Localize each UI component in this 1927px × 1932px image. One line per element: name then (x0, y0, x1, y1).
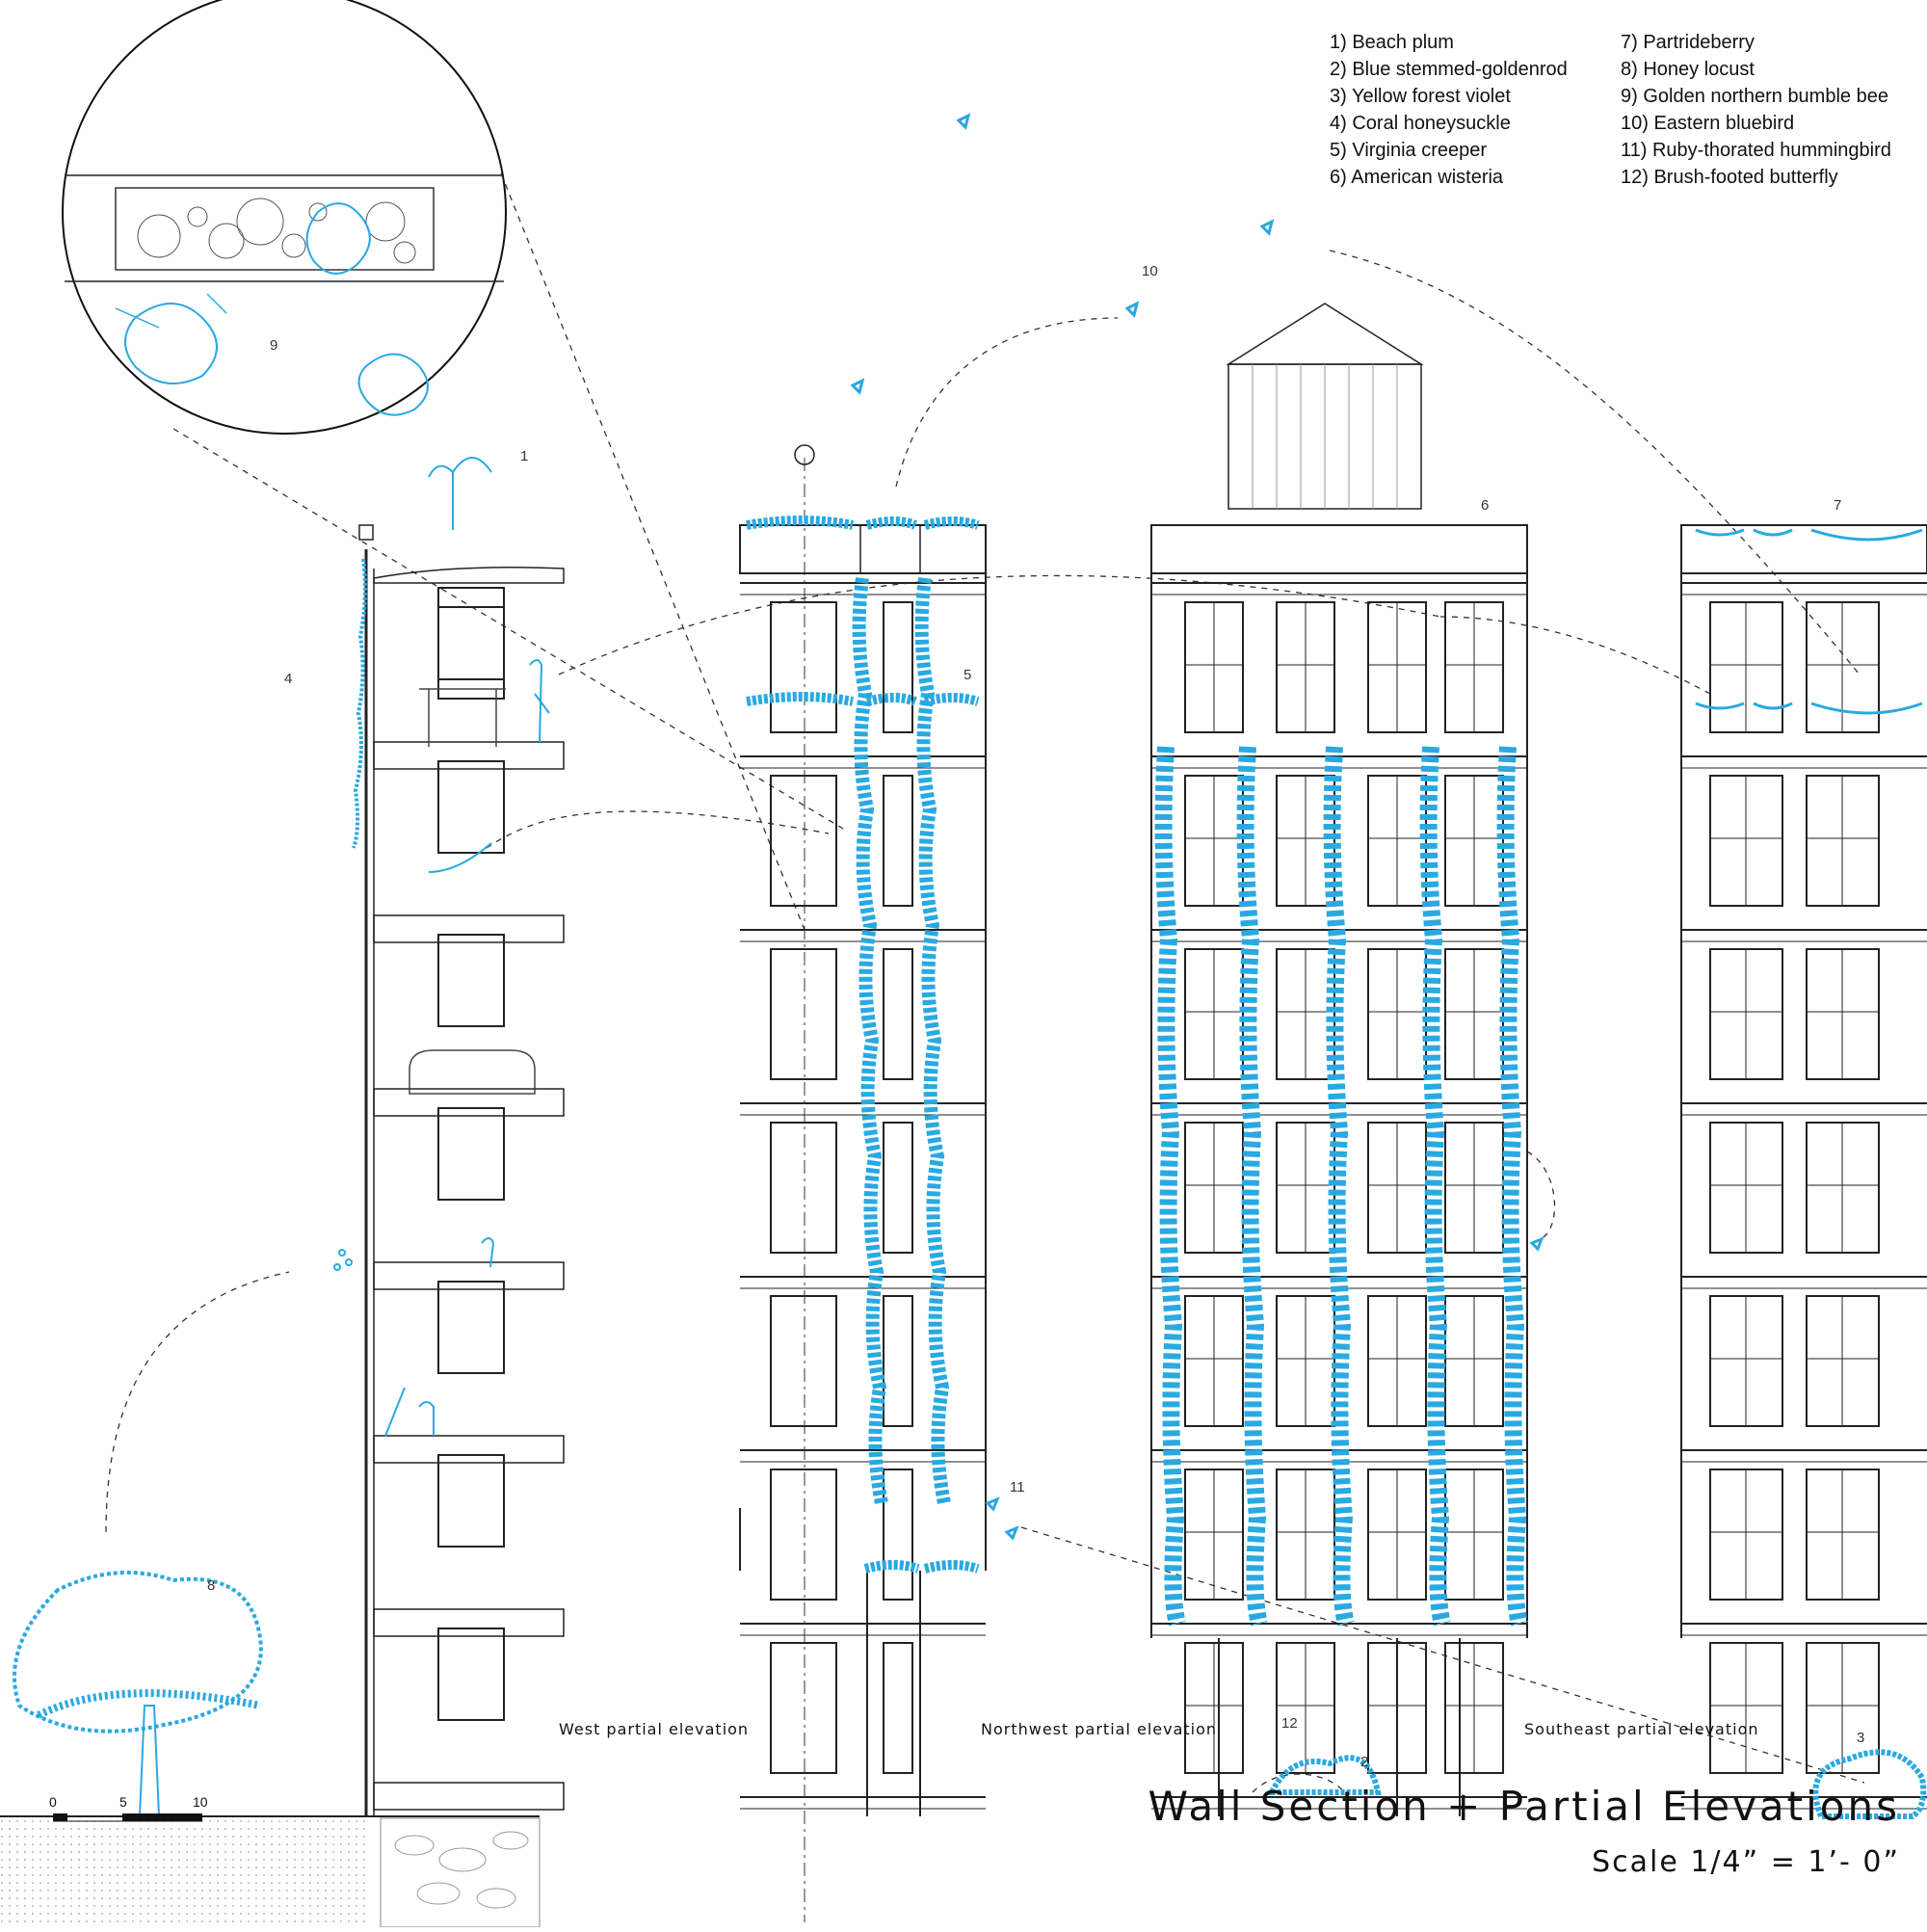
window (883, 1469, 913, 1601)
legend-right-column: 7) Partrideberry 8) Honey locust 9) Gold… (1621, 29, 1891, 191)
window (883, 1295, 913, 1427)
window (883, 1642, 913, 1774)
legend-item: 5) Virginia creeper (1330, 140, 1488, 161)
zoom-detail-circle (62, 0, 507, 435)
west-elevation (739, 444, 987, 1922)
callout-number: 9 (270, 337, 278, 354)
blue-stemmed-goldenrod (1267, 1755, 1382, 1795)
section-window (437, 606, 505, 700)
legend-item: 11) Ruby-thorated hummingbird (1621, 140, 1891, 161)
window (770, 1122, 837, 1254)
window (770, 775, 837, 907)
window (883, 775, 913, 907)
window (883, 1122, 913, 1254)
section-window (437, 1281, 505, 1374)
callout-number: 2 (1360, 1754, 1369, 1770)
callout-number: 3 (1857, 1730, 1865, 1746)
wall-section (358, 524, 565, 1816)
legend-item: 8) Honey locust (1621, 59, 1755, 80)
northwest-elevation-label: Northwest partial elevation (981, 1720, 1218, 1738)
section-window (437, 1628, 505, 1721)
callout-number: 1 (520, 448, 529, 464)
west-elevation-label: West partial elevation (559, 1720, 750, 1738)
drawing-title: Wall Section + Partial Elevations (1148, 1783, 1900, 1830)
scale-tick-label: 5 (119, 1794, 127, 1810)
callout-number: 8 (207, 1577, 216, 1594)
window (770, 1295, 837, 1427)
floor-slab (373, 1435, 565, 1464)
window (770, 601, 837, 733)
furniture (409, 688, 536, 1095)
floor-slab (373, 741, 565, 770)
partrideberry (1695, 528, 1923, 715)
callout-number: 7 (1834, 497, 1842, 514)
section-window (437, 934, 505, 1027)
honey-locust-tree (13, 1571, 263, 1817)
callout-number: 5 (964, 667, 972, 683)
legend-item: 12) Brush-footed butterfly (1621, 167, 1838, 188)
window (770, 1469, 837, 1601)
legend-item: 3) Yellow forest violet (1330, 86, 1511, 107)
section-window (437, 587, 505, 680)
northwest-elevation (1150, 303, 1528, 1816)
legend-item: 1) Beach plum (1330, 32, 1454, 53)
section-window (437, 760, 505, 854)
scale-tick-label: 10 (193, 1794, 208, 1810)
legend-item: 10) Eastern bluebird (1621, 113, 1795, 134)
scale-bar (53, 1813, 202, 1822)
callout-number: 11 (1010, 1479, 1025, 1495)
legend-item: 7) Partrideberry (1621, 32, 1755, 53)
floor-slab (373, 1261, 565, 1290)
floor-slab (373, 1782, 565, 1811)
floor-slab (373, 1608, 565, 1637)
ground (0, 1815, 541, 1928)
american-wisteria (1154, 746, 1528, 1627)
window (883, 601, 913, 733)
section-window (437, 1454, 505, 1548)
legend-item: 4) Coral honeysuckle (1330, 113, 1511, 134)
people-silhouettes (384, 457, 550, 1437)
legend-left-column: 1) Beach plum 2) Blue stemmed-goldenrod … (1330, 29, 1568, 191)
southeast-elevation (1680, 524, 1927, 1810)
callout-number: 12 (1281, 1715, 1298, 1732)
coral-honeysuckle-vine (352, 558, 367, 849)
callout-number: 4 (284, 671, 293, 687)
drawing-scale-subtitle: Scale 1/4” = 1’- 0” (1592, 1845, 1900, 1879)
legend-item: 6) American wisteria (1330, 167, 1504, 188)
window (770, 1642, 837, 1774)
window (770, 948, 837, 1080)
window (883, 948, 913, 1080)
callout-number: 10 (1142, 263, 1158, 279)
floor-slab (373, 1088, 565, 1117)
guide-lines (105, 172, 1865, 1793)
legend-item: 9) Golden northern bumble bee (1621, 86, 1888, 107)
birds-and-insects (333, 113, 1544, 1541)
yellow-forest-violet (1812, 1749, 1927, 1819)
section-window (437, 1107, 505, 1201)
virginia-creeper (746, 516, 980, 1574)
southeast-elevation-label: Southeast partial elevation (1524, 1720, 1759, 1738)
legend-item: 2) Blue stemmed-goldenrod (1330, 59, 1568, 80)
callout-number: 6 (1481, 497, 1490, 514)
floor-slab (373, 914, 565, 943)
scale-tick-label: 0 (49, 1794, 57, 1810)
